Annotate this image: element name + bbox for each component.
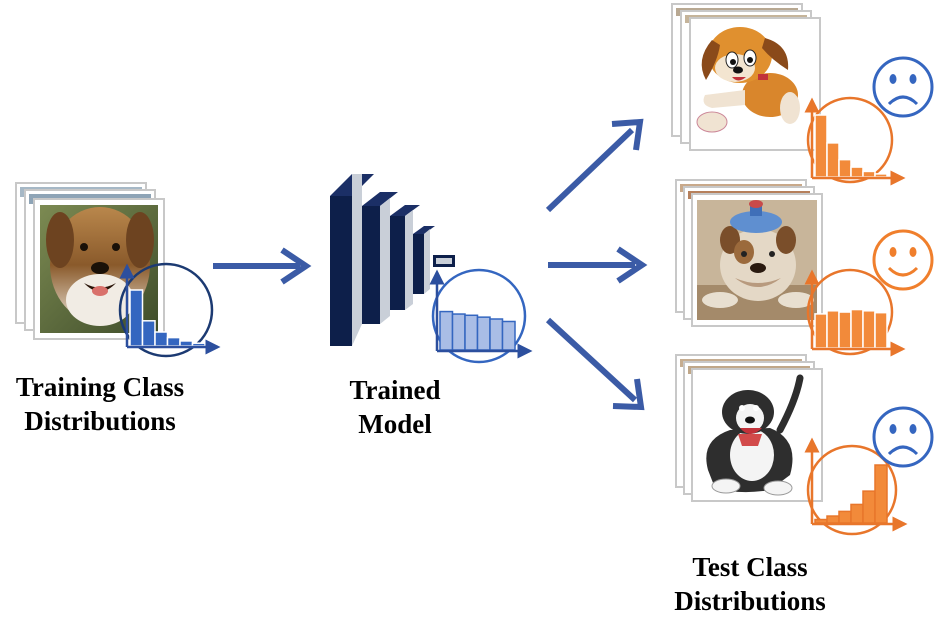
test-middle-hist-bar	[862, 310, 876, 349]
cartoon-puppy	[696, 27, 800, 133]
model-hist-bar	[476, 316, 491, 351]
test-middle-hist-bar	[814, 313, 828, 349]
model-hist-bar	[464, 314, 479, 351]
arrow-to-test-top	[545, 118, 644, 213]
model-hist-bar	[451, 313, 466, 351]
training-hist-bar	[141, 320, 156, 347]
model-hist-bar	[439, 310, 454, 351]
test-top-hist-bar	[874, 173, 888, 178]
test-histogram-middle	[804, 268, 906, 357]
test-bottom-hist-bar	[874, 464, 888, 524]
bulldog-with-ice-pack	[697, 200, 817, 320]
training-hist-bar	[191, 342, 206, 347]
happy-face-icon	[872, 229, 934, 291]
model-hist-bar	[489, 318, 504, 351]
model-hist-bar	[501, 320, 516, 351]
test-middle-hist-bar	[826, 310, 840, 349]
sad-face-icon	[872, 406, 934, 468]
test-top-hist-bar	[862, 170, 876, 178]
model-caption-line-2: Model	[358, 409, 432, 439]
model-hist-bars	[439, 310, 516, 351]
training-hist-bars	[129, 289, 206, 347]
test-bottom-hist-bar	[826, 515, 840, 524]
test-bottom-hist-bar	[862, 490, 876, 524]
training-image-stack	[15, 182, 165, 340]
test-image-stack-middle	[675, 179, 823, 327]
training-hist-bar	[166, 336, 181, 347]
test-top-hist-bar	[826, 142, 840, 178]
test-top-hist-bar	[838, 158, 852, 178]
test-image-stack-top	[671, 3, 821, 151]
test-top-hist-bar	[814, 114, 828, 178]
test-top-hist-bar	[850, 166, 864, 178]
arrow-to-model	[213, 247, 312, 285]
model-histogram	[429, 268, 533, 364]
training-histogram	[118, 262, 221, 358]
model-caption: Trained Model	[330, 373, 460, 441]
test-image-stack-bottom	[675, 354, 823, 502]
training-hist-bar	[129, 289, 144, 347]
trained-model-icon	[330, 174, 455, 346]
training-hist-bar	[154, 331, 169, 347]
test-histogram-top	[804, 96, 906, 186]
test-caption-line-1: Test Class	[692, 552, 808, 582]
test-bottom-hist-bar	[850, 503, 864, 524]
test-middle-hist-bars	[814, 308, 888, 349]
test-bottom-hist-bars	[814, 464, 888, 524]
test-bottom-hist-bar	[838, 510, 852, 524]
model-caption-line-1: Trained	[349, 375, 441, 405]
test-bottom-hist-bar	[814, 518, 828, 524]
test-caption-line-2: Distributions	[674, 586, 826, 616]
arrow-to-test-middle	[548, 246, 648, 284]
training-caption: Training Class Distributions	[0, 370, 200, 438]
test-middle-hist-bar	[874, 311, 888, 349]
training-caption-line-1: Training Class	[15, 372, 185, 402]
cartoon-border-collie	[706, 374, 804, 496]
arrow-to-test-bottom	[545, 317, 645, 411]
test-middle-hist-bar	[838, 311, 852, 349]
test-histogram-bottom	[804, 437, 908, 536]
training-hist-bar	[179, 340, 194, 347]
test-caption: Test Class Distributions	[640, 550, 860, 618]
training-caption-line-2: Distributions	[24, 406, 176, 436]
test-top-hist-bars	[814, 114, 888, 178]
sad-face-icon	[872, 56, 934, 118]
test-middle-hist-bar	[850, 308, 864, 349]
